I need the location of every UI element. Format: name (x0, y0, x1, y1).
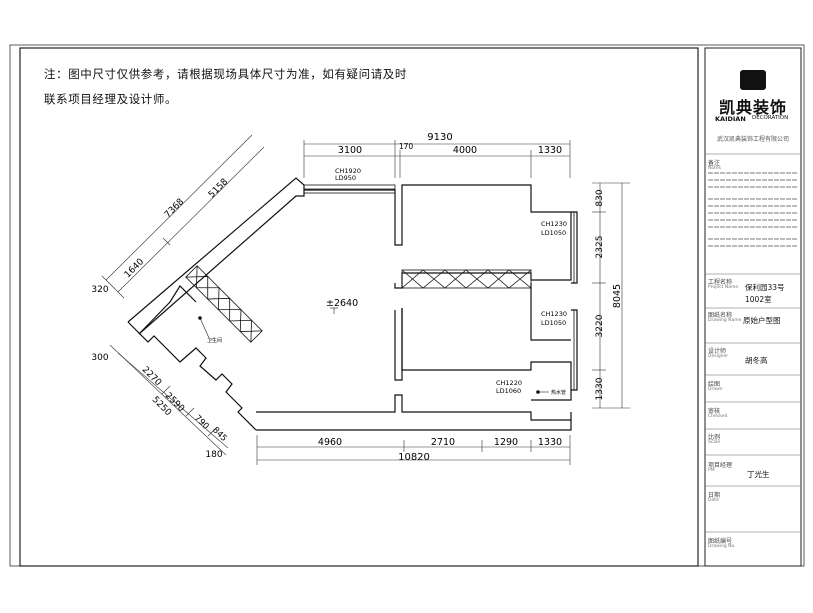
window-label-1a: CH1920 (335, 167, 361, 175)
dim-bottom-1: 4960 (318, 437, 342, 448)
dim-bottom-3: 1290 (494, 437, 518, 448)
titleblock-frame (704, 47, 802, 567)
date-sub: Date (708, 498, 719, 503)
inner-frame (19, 47, 699, 567)
dimension-lines (101, 134, 630, 465)
dim-top-2: 170 (399, 142, 414, 151)
pipe-label: 卫生间 (207, 337, 222, 344)
pm-value: 丁光生 (747, 470, 770, 479)
title-block: 凯典装饰 KAIDIAN DECORATION 武汉凯典装饰工程有限公司 备注 … (705, 48, 801, 566)
note-line-2: 联系项目经理及设计师。 (44, 92, 178, 106)
checked-sub: Checked (708, 414, 728, 419)
fine-text-4 (708, 198, 798, 200)
window-label-3a: CH1230 (541, 310, 567, 318)
dim-bottom-4: 1330 (538, 437, 562, 448)
pipe-marker (198, 316, 202, 320)
beam-horizontal (401, 269, 532, 289)
drawing-no-label: 图纸编号 (708, 538, 733, 545)
logo-cn: 凯典装饰 (718, 98, 787, 117)
drawn-label: 绘图 (708, 381, 721, 388)
beam-diagonal (185, 265, 263, 343)
window-label-2b: LD1050 (541, 229, 566, 237)
dim-diag-9: 845 (210, 425, 229, 444)
window-label-2a: CH1230 (541, 220, 567, 228)
designer-value: 胡冬高 (745, 356, 768, 365)
dim-diag-1: 7368 (163, 197, 186, 220)
window-label-3b: LD1050 (541, 319, 566, 327)
company-name: 武汉凯典装饰工程有限公司 (716, 136, 789, 143)
fine-text-3 (708, 186, 798, 188)
dim-diag-4: 320 (91, 285, 108, 295)
designer-label: 设计师 (708, 348, 727, 355)
logo-icon (740, 70, 766, 90)
project-label: 工程名称 (708, 279, 733, 286)
fine-text-9 (708, 238, 798, 240)
logo-en-2: DECORATION (752, 115, 789, 121)
designer-sub: Designer (708, 354, 729, 359)
vent-marker (536, 390, 540, 394)
dim-diag-5: 300 (91, 353, 108, 363)
dim-top-4: 1330 (538, 145, 562, 156)
fine-text-5 (708, 205, 798, 207)
dim-diag-3: 1640 (123, 257, 146, 280)
notes-label: 备注 (708, 160, 721, 167)
dim-top-3: 4000 (453, 145, 477, 156)
scale-sub: Scale (708, 440, 721, 445)
drawing-value: 原始户型图 (743, 316, 781, 325)
dim-top-1: 3100 (338, 145, 362, 156)
date-label: 日期 (708, 492, 721, 499)
leader-lines (199, 307, 549, 393)
window-label-1b: LD950 (335, 174, 356, 182)
drawing-label: 图纸名称 (708, 312, 733, 319)
fine-text-7 (708, 219, 798, 221)
drawing-no-sub: Drawing No. (708, 544, 736, 549)
note-line-1: 注：图中尺寸仅供参考，请根据现场具体尺寸为准，如有疑问请及时 (44, 67, 407, 81)
notes-sub: Notes (708, 166, 721, 171)
checked-label: 审核 (708, 408, 721, 415)
window-label-4a: CH1220 (496, 379, 522, 387)
dim-right-1: 830 (595, 189, 605, 206)
fine-text-8 (708, 226, 798, 228)
outer-frame (9, 44, 805, 567)
pm-label: 项目经理 (708, 462, 733, 469)
window-top (303, 184, 396, 194)
fine-text-6 (708, 212, 798, 214)
dim-right-3: 3220 (595, 314, 605, 337)
drawn-sub: Drawn (708, 387, 723, 392)
fine-text-10 (708, 245, 798, 247)
project-sub: Project Name (708, 285, 739, 290)
drawing-sub: Drawing Name (708, 318, 742, 323)
vent-label: 热水管 (551, 389, 566, 396)
dim-diag-11: 180 (205, 450, 222, 460)
dim-bottom-2: 2710 (431, 437, 455, 448)
elevation-label: ±2640 (326, 298, 358, 309)
dim-right-4: 1330 (595, 377, 605, 400)
scale-label: 比例 (708, 434, 721, 441)
dim-diag-8: 790 (192, 413, 211, 432)
pm-sub: PM (708, 468, 715, 473)
project-value-1: 保利园33号 (745, 283, 785, 292)
dim-diag-2: 5158 (207, 177, 230, 200)
titleblock-lines (705, 153, 801, 533)
dim-right-total: 8045 (612, 284, 623, 308)
dim-bottom-total: 10820 (398, 452, 430, 463)
dim-top-total: 9130 (427, 132, 452, 143)
window-label-4b: LD1060 (496, 387, 521, 395)
logo-en-1: KAIDIAN (715, 115, 746, 123)
fine-text-1 (708, 172, 798, 174)
dim-right-2: 2325 (595, 236, 605, 259)
fine-text-2 (708, 179, 798, 181)
project-value-2: 1002室 (745, 295, 772, 304)
